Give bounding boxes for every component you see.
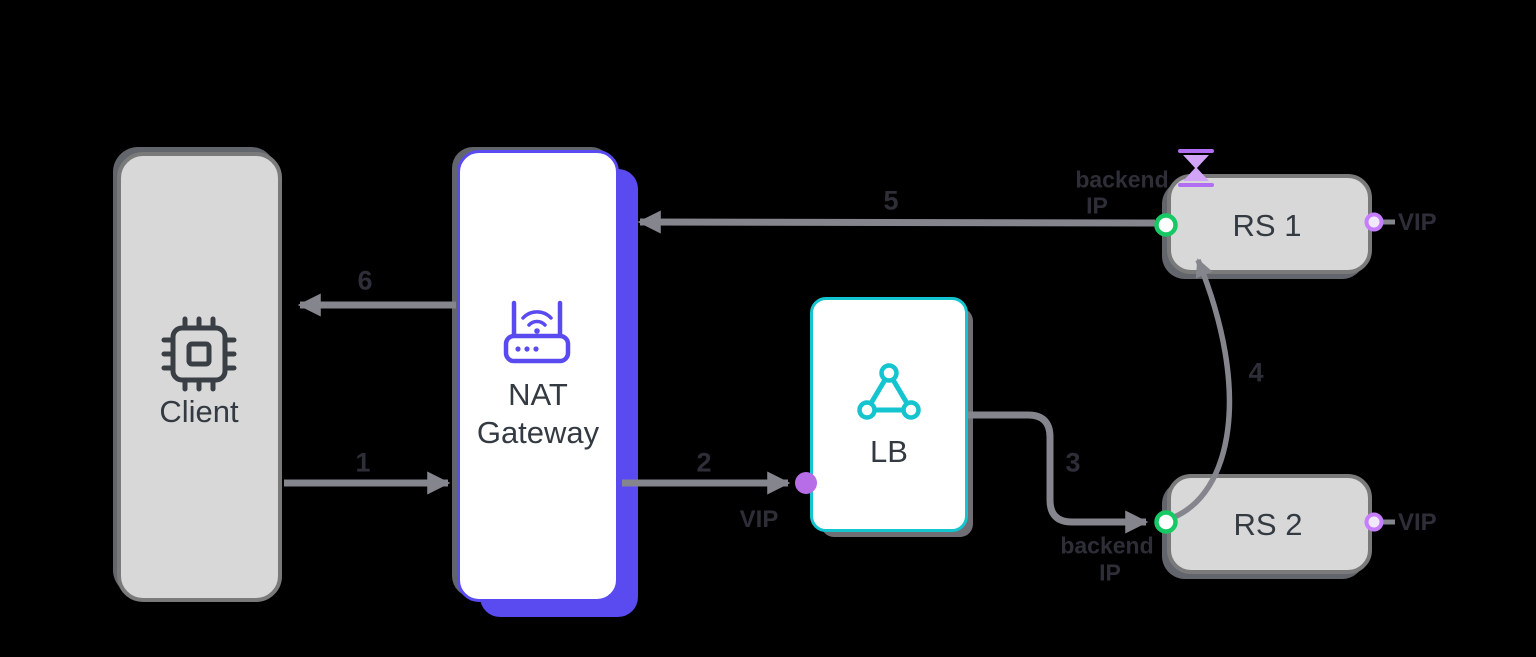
lb-vip-port-label: VIP <box>739 506 779 533</box>
real-server-1-label: RS 1 <box>1232 208 1302 243</box>
load-balancer-label: LB <box>870 434 908 469</box>
step-label-3: 3 <box>1065 447 1081 478</box>
client-node <box>117 152 282 602</box>
rs1-in-port-label-line1: backend <box>1075 166 1169 193</box>
load-balancer-node <box>810 297 968 532</box>
step-label-4: 4 <box>1248 357 1264 388</box>
rs2-out-port-label: VIP <box>1398 509 1437 536</box>
edge-rs1-to-nat <box>637 210 1156 234</box>
step-label-5: 5 <box>883 185 899 216</box>
rs1-out-port-label: VIP <box>1398 209 1437 236</box>
client-label: Client <box>159 394 239 429</box>
rs1-in-port-label-line2: IP <box>1086 192 1108 219</box>
step-label-2: 2 <box>696 447 712 478</box>
step-label-6: 6 <box>357 265 373 296</box>
step-label-1: 1 <box>355 447 371 478</box>
nat-gateway-node <box>457 150 619 602</box>
nat-label-line2: Gateway <box>476 415 600 450</box>
nat-gateway-label: NAT Gateway <box>477 376 599 452</box>
rs2-in-port-label-line2: IP <box>1099 559 1121 586</box>
rs2-in-port-label-line1: backend <box>1060 532 1154 559</box>
edge-lb-to-rs2 <box>968 411 1149 534</box>
real-server-2-label: RS 2 <box>1233 507 1303 542</box>
nat-label-line1: NAT <box>508 377 568 412</box>
